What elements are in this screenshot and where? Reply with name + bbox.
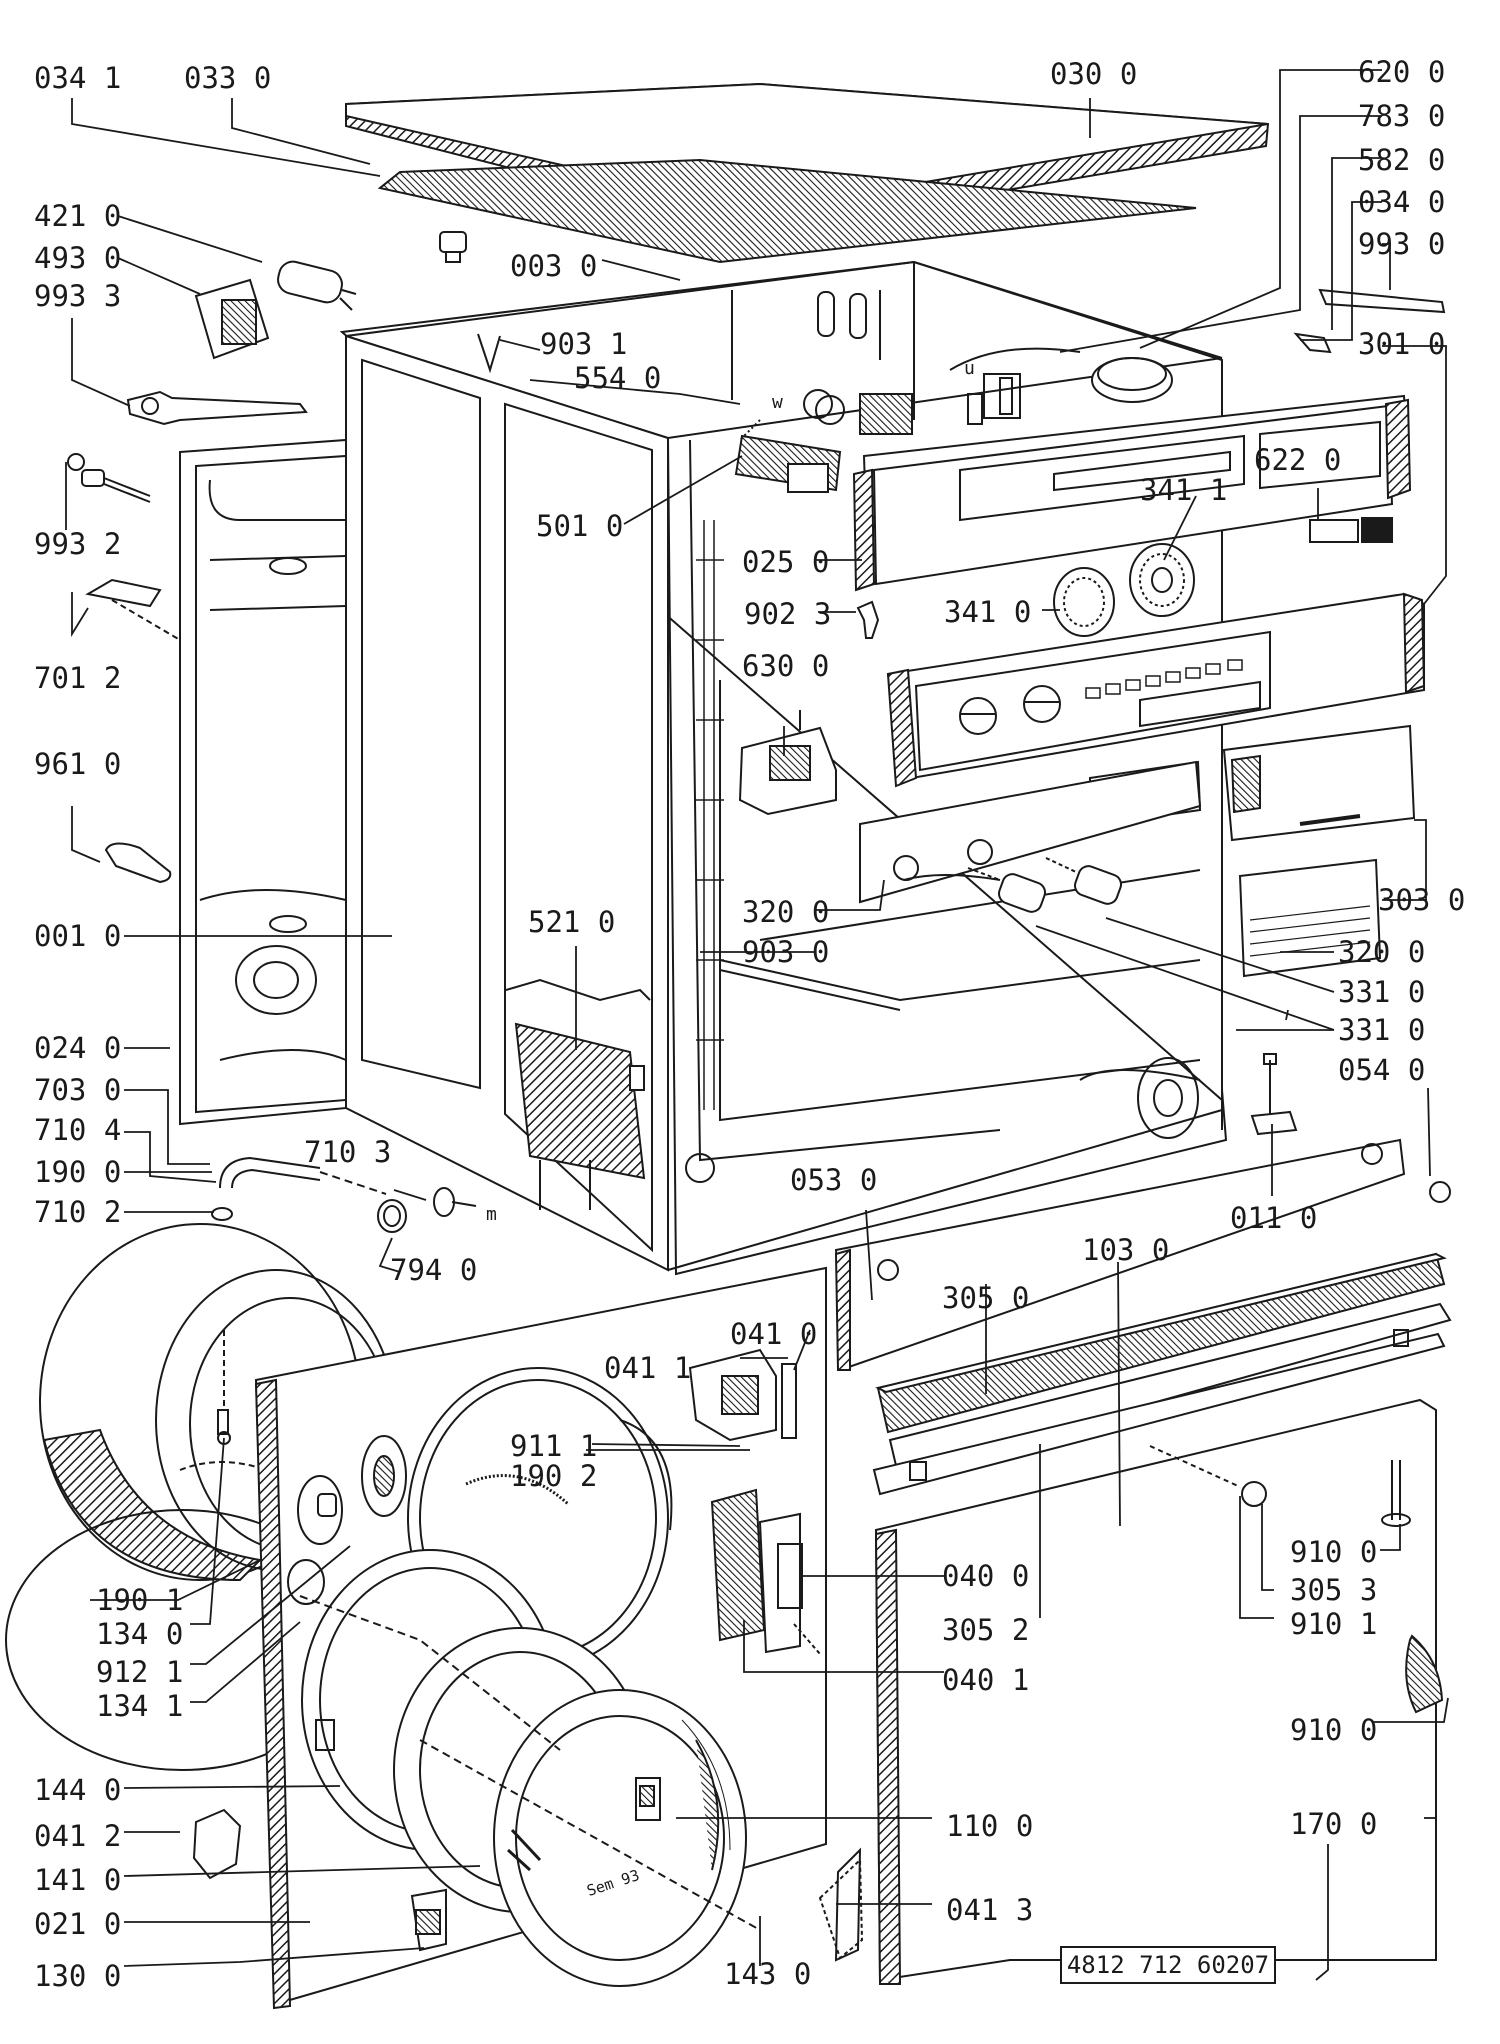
label-910-1: 910 1 [1290, 1607, 1378, 1641]
catalog-number: 4812 712 60207 [1060, 1946, 1276, 1984]
label-710-4: 710 4 [34, 1113, 122, 1147]
label-331-0-b: 331 0 [1338, 1013, 1426, 1047]
label-041-2: 041 2 [34, 1819, 122, 1853]
label-001-0: 001 0 [34, 919, 122, 953]
label-521-0: 521 0 [528, 905, 616, 939]
label-703-0: 703 0 [34, 1073, 122, 1107]
label-554-0: 554 0 [574, 361, 662, 395]
label-134-0: 134 0 [96, 1617, 184, 1651]
hose-parts [207, 1156, 477, 1256]
label-190-2: 190 2 [510, 1459, 598, 1493]
label-961-0: 961 0 [34, 747, 122, 781]
label-134-1: 134 1 [96, 1689, 184, 1723]
label-903-0: 903 0 [742, 935, 830, 969]
label-993-2: 993 2 [34, 527, 122, 561]
label-620-0: 620 0 [1358, 55, 1446, 89]
label-701-2: 701 2 [34, 661, 122, 695]
label-025-0: 025 0 [742, 545, 830, 579]
label-993-0: 993 0 [1358, 227, 1446, 261]
label-034-0: 034 0 [1358, 185, 1446, 219]
lower-right-parts [818, 1053, 1452, 1985]
label-305-2: 305 2 [942, 1613, 1030, 1647]
label-011-0: 011 0 [1230, 1201, 1318, 1235]
label-034-1: 034 1 [34, 61, 122, 95]
label-141-0: 141 0 [34, 1863, 122, 1897]
label-911-1: 911 1 [510, 1429, 598, 1463]
label-630-0: 630 0 [742, 649, 830, 683]
label-341-1: 341 1 [1140, 473, 1228, 507]
label-305-3: 305 3 [1290, 1573, 1378, 1607]
label-041-3: 041 3 [946, 1893, 1034, 1927]
label-993-3: 993 3 [34, 279, 122, 313]
label-103-0: 103 0 [1082, 1233, 1170, 1267]
label-910-0-b: 910 0 [1290, 1713, 1378, 1747]
label-144-0: 144 0 [34, 1773, 122, 1807]
mark-w: w [772, 392, 783, 413]
label-003-0: 003 0 [510, 249, 598, 283]
label-033-0: 033 0 [184, 61, 272, 95]
label-902-3: 902 3 [744, 597, 832, 631]
label-303-0: 303 0 [1378, 883, 1466, 917]
insulation-block [505, 978, 651, 1210]
label-030-0: 030 0 [1050, 57, 1138, 91]
mark-m: m [486, 1204, 497, 1225]
label-053-0: 053 0 [790, 1163, 878, 1197]
label-341-0: 341 0 [944, 595, 1032, 629]
label-710-2: 710 2 [34, 1195, 122, 1229]
label-305-0: 305 0 [942, 1281, 1030, 1315]
label-421-0: 421 0 [34, 199, 122, 233]
door-assembly [192, 1549, 761, 1987]
label-143-0: 143 0 [724, 1957, 812, 1991]
controls-top-right [734, 288, 1446, 978]
label-493-0: 493 0 [34, 241, 122, 275]
label-582-0: 582 0 [1358, 143, 1446, 177]
top-cover [345, 82, 1270, 264]
rear-frame [179, 438, 347, 1126]
label-190-0: 190 0 [34, 1155, 122, 1189]
label-301-0: 301 0 [1358, 327, 1446, 361]
label-783-0: 783 0 [1358, 99, 1446, 133]
label-021-0: 021 0 [34, 1907, 122, 1941]
label-040-1: 040 1 [942, 1663, 1030, 1697]
small-parts-top-left [67, 231, 467, 884]
label-910-0-a: 910 0 [1290, 1535, 1378, 1569]
label-110-0: 110 0 [946, 1809, 1034, 1843]
label-912-1: 912 1 [96, 1655, 184, 1689]
label-710-3: 710 3 [304, 1135, 392, 1169]
label-794-0: 794 0 [390, 1253, 478, 1287]
label-041-0: 041 0 [730, 1317, 818, 1351]
label-130-0: 130 0 [34, 1959, 122, 1993]
label-331-0-a: 331 0 [1338, 975, 1426, 1009]
label-041-1: 041 1 [604, 1351, 692, 1385]
label-622-0: 622 0 [1254, 443, 1342, 477]
label-501-0: 501 0 [536, 509, 624, 543]
label-320-0-left: 320 0 [742, 895, 830, 929]
label-903-1: 903 1 [540, 327, 628, 361]
label-170-0: 170 0 [1290, 1807, 1378, 1841]
label-190-1: 190 1 [96, 1583, 184, 1617]
label-040-0: 040 0 [942, 1559, 1030, 1593]
mark-u: u [964, 358, 975, 379]
label-054-0: 054 0 [1338, 1053, 1426, 1087]
label-024-0: 024 0 [34, 1031, 122, 1065]
leader-lines [65, 69, 1449, 1981]
label-320-0-right: 320 0 [1338, 935, 1426, 969]
